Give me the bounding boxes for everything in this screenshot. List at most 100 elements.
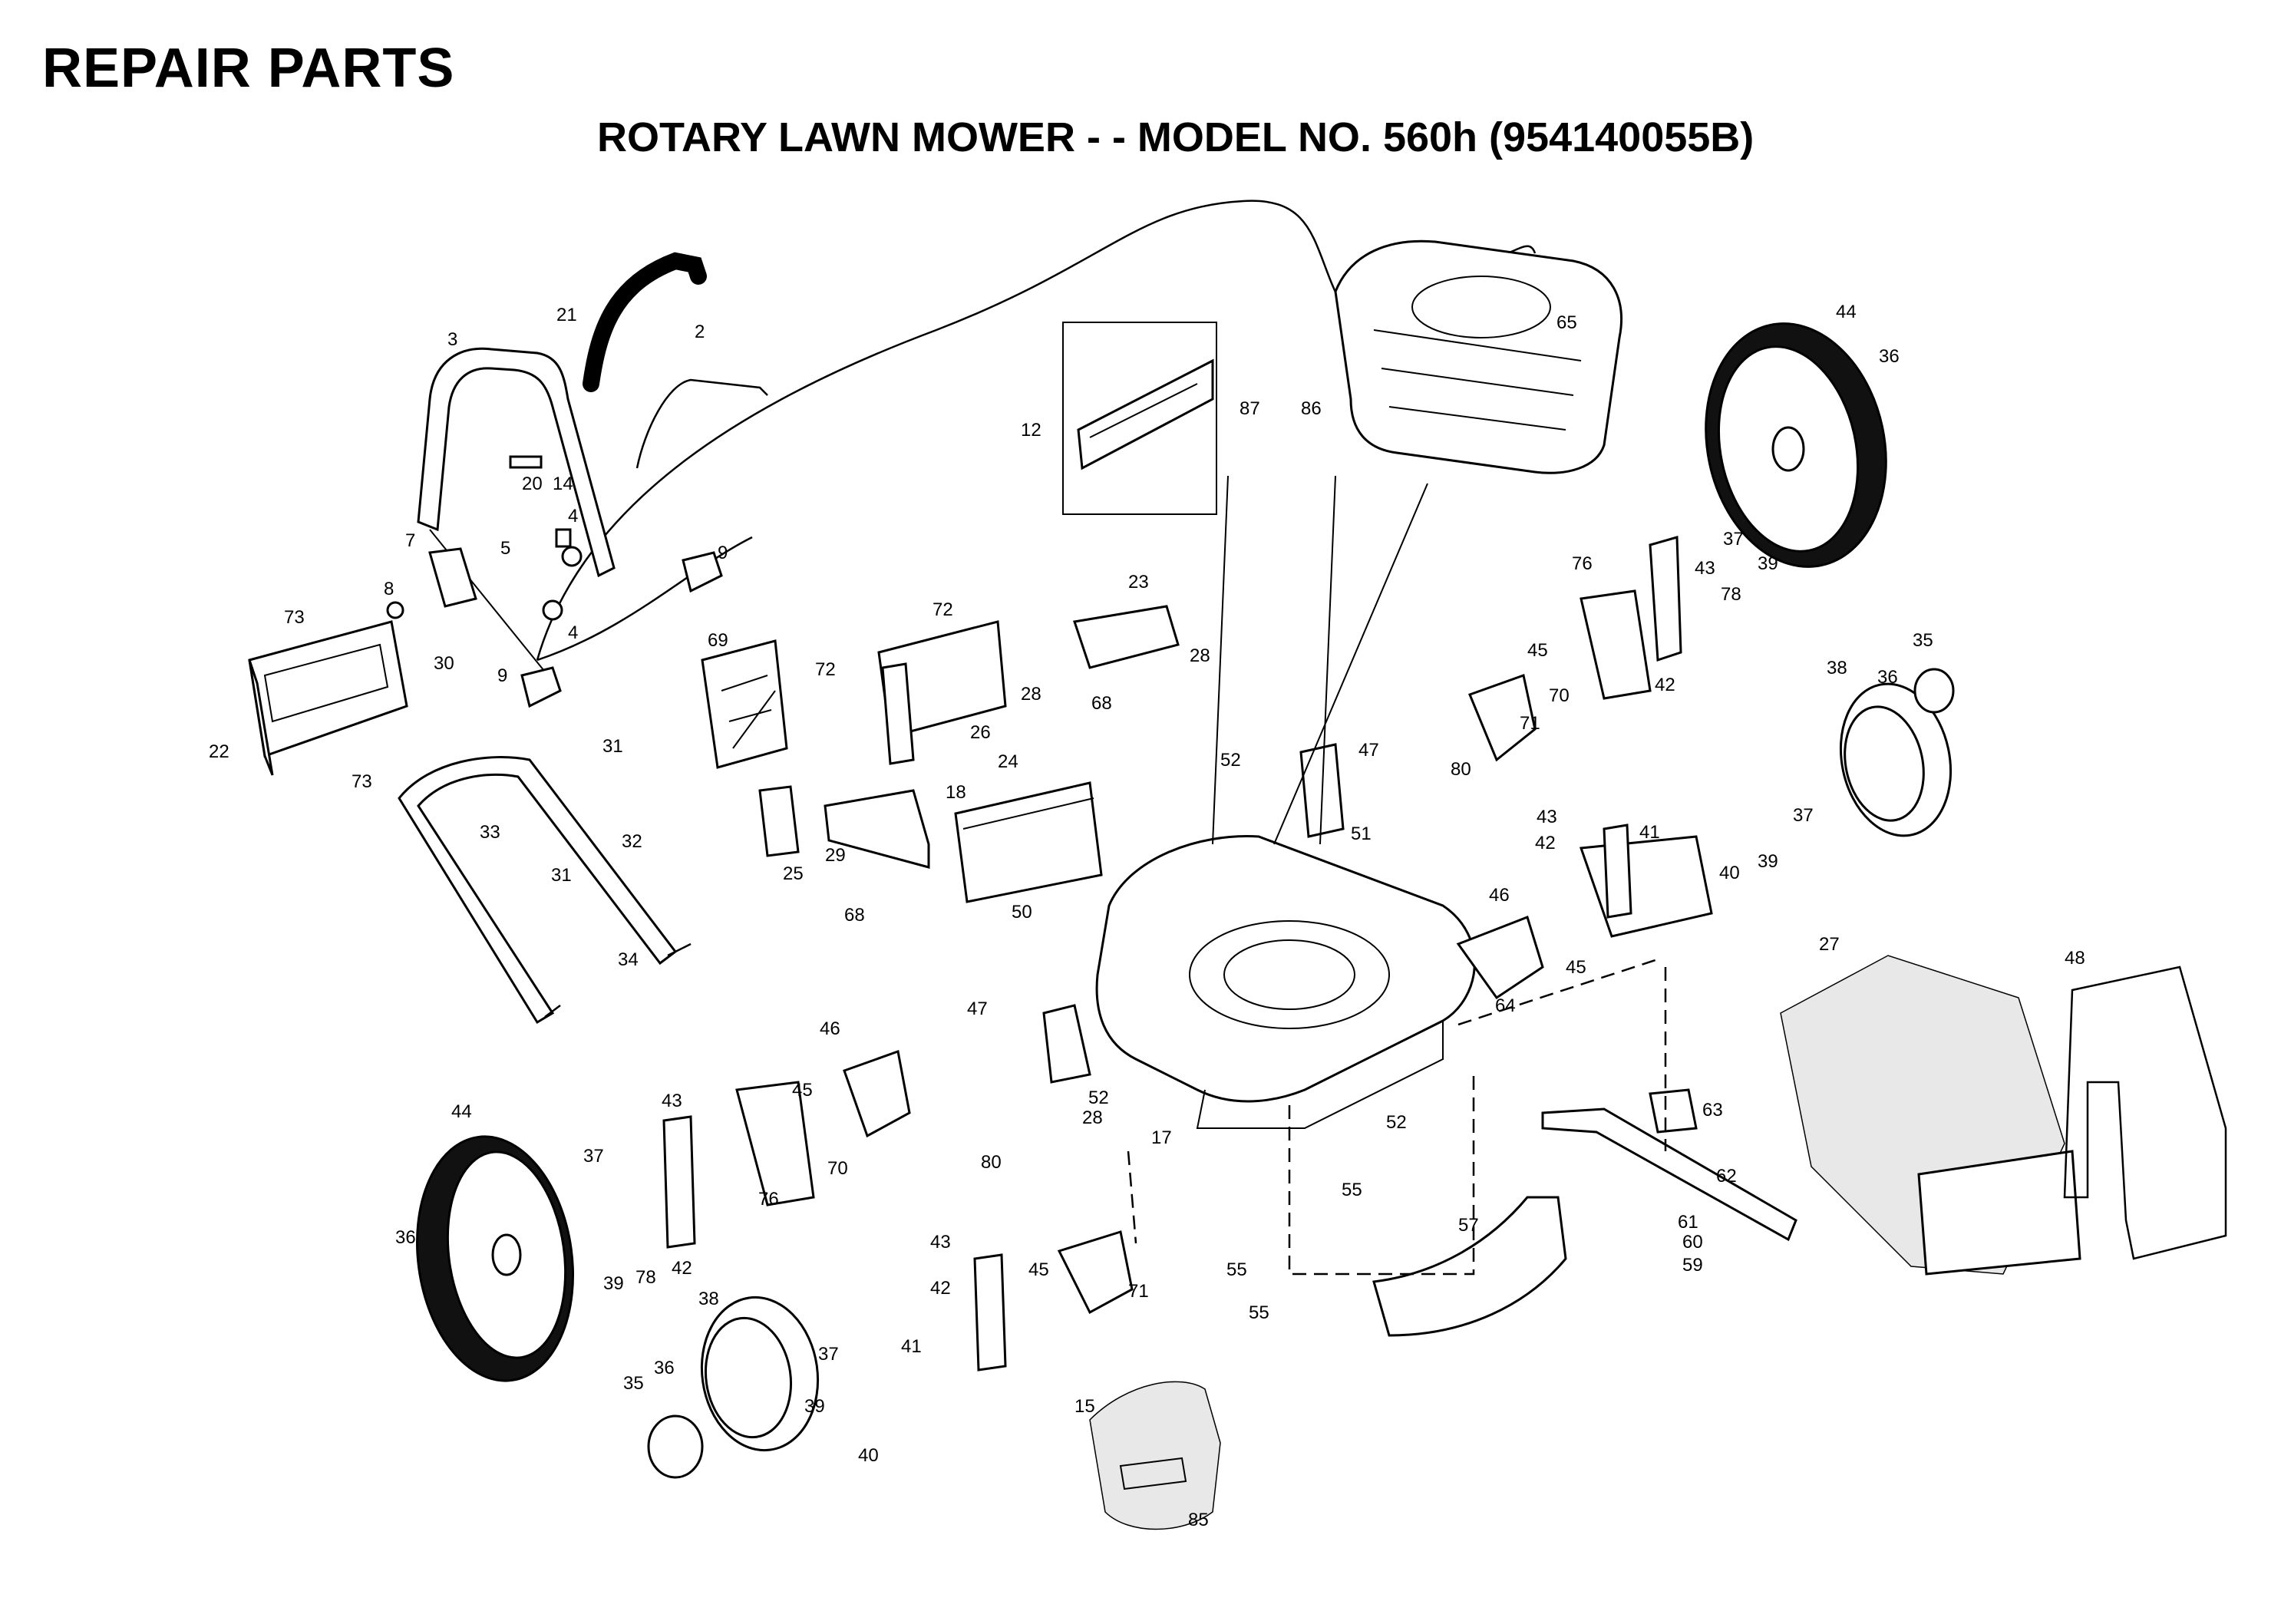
part-callout-36: 36 (1879, 346, 1900, 367)
upper-handle (417, 347, 616, 692)
part-callout-2: 2 (695, 322, 705, 342)
discharge-chute (1089, 1381, 1221, 1530)
control-bail (635, 378, 768, 469)
part-callout-35: 35 (623, 1373, 644, 1394)
part-callout-12: 12 (1021, 420, 1041, 441)
page-title: REPAIR PARTS (42, 38, 455, 99)
part-callout-21: 21 (556, 305, 577, 325)
part-callout-55: 55 (1226, 1259, 1247, 1280)
part-callout-40: 40 (1719, 863, 1740, 883)
assembly-line (1288, 1074, 1475, 1276)
part-callout-27: 27 (1819, 934, 1840, 955)
part-callout-35: 35 (1913, 630, 1933, 651)
part-callout-14: 14 (553, 474, 573, 494)
part-callout-44: 44 (1836, 302, 1857, 322)
part-callout-62: 62 (1716, 1166, 1737, 1187)
part-callout-24: 24 (998, 751, 1018, 772)
grass-catcher (1780, 955, 2081, 1276)
part-callout-73: 73 (352, 771, 372, 792)
catcher-frame (2063, 965, 2227, 1260)
rear-door (248, 620, 408, 776)
part-callout-9: 9 (497, 665, 507, 686)
part-callout-3: 3 (447, 329, 457, 350)
part-callout-45: 45 (1527, 640, 1548, 661)
part-callout-52: 52 (1386, 1112, 1407, 1133)
part-callout-72: 72 (933, 599, 953, 620)
part-callout-70: 70 (1549, 685, 1570, 706)
part-callout-32: 32 (622, 831, 642, 852)
part-callout-68: 68 (844, 905, 865, 926)
part-callout-76: 76 (1572, 553, 1593, 574)
part-callout-15: 15 (1074, 1396, 1095, 1417)
part-callout-45: 45 (1566, 957, 1586, 978)
part-callout-31: 31 (551, 865, 572, 886)
part-callout-40: 40 (858, 1445, 879, 1466)
part-callout-37: 37 (1793, 805, 1814, 826)
part-callout-41: 41 (901, 1336, 922, 1357)
throttle-cable (536, 200, 1345, 661)
part-callout-28: 28 (1082, 1107, 1103, 1128)
part-callout-71: 71 (1520, 713, 1540, 734)
part-callout-87: 87 (1240, 398, 1260, 419)
part-callout-78: 78 (635, 1267, 656, 1288)
handle-hardware (386, 455, 723, 708)
part-callout-36: 36 (654, 1358, 675, 1378)
part-callout-28: 28 (1021, 684, 1041, 705)
part-callout-42: 42 (1535, 833, 1556, 853)
part-callout-78: 78 (1721, 584, 1741, 605)
part-callout-46: 46 (820, 1018, 840, 1039)
part-callout-41: 41 (1639, 822, 1660, 843)
part-callout-61: 61 (1678, 1212, 1698, 1233)
part-callout-44: 44 (451, 1101, 472, 1122)
part-callout-4: 4 (568, 506, 578, 526)
part-callout-52: 52 (1220, 750, 1241, 771)
top-deflector (1073, 605, 1180, 669)
part-callout-38: 38 (1827, 658, 1847, 678)
part-callout-52: 52 (1088, 1088, 1109, 1108)
part-callout-80: 80 (981, 1152, 1002, 1173)
part-callout-30: 30 (434, 653, 454, 674)
part-callout-73: 73 (284, 607, 305, 628)
part-callout-23: 23 (1128, 572, 1149, 592)
mower-deck (1095, 835, 1476, 1129)
air-filter-cover (1062, 322, 1217, 515)
part-callout-85: 85 (1188, 1510, 1209, 1530)
part-callout-55: 55 (1342, 1180, 1362, 1200)
part-callout-22: 22 (209, 741, 229, 762)
part-callout-42: 42 (1655, 675, 1675, 695)
part-callout-43: 43 (662, 1091, 682, 1111)
part-callout-45: 45 (792, 1080, 813, 1101)
part-callout-50: 50 (1012, 902, 1032, 923)
part-callout-37: 37 (583, 1146, 604, 1167)
part-callout-55: 55 (1249, 1302, 1269, 1323)
part-callout-39: 39 (1758, 851, 1778, 872)
part-callout-68: 68 (1091, 693, 1112, 714)
part-callout-39: 39 (804, 1396, 825, 1417)
part-callout-17: 17 (1151, 1127, 1172, 1148)
part-callout-5: 5 (500, 538, 510, 559)
part-callout-4: 4 (568, 622, 578, 643)
part-callout-33: 33 (480, 822, 500, 843)
part-callout-9: 9 (718, 543, 728, 563)
handle-grip (583, 252, 707, 392)
rear-baffle-assembly (701, 620, 1103, 903)
part-callout-29: 29 (825, 845, 846, 866)
part-callout-20: 20 (522, 474, 543, 494)
front-wheel-right (1839, 668, 1955, 837)
engine (1334, 239, 1622, 474)
lower-handle (398, 756, 692, 1025)
part-callout-70: 70 (827, 1158, 848, 1179)
part-callout-39: 39 (603, 1273, 624, 1294)
part-callout-42: 42 (930, 1278, 951, 1299)
part-callout-57: 57 (1458, 1215, 1479, 1236)
part-callout-80: 80 (1451, 759, 1471, 780)
part-callout-28: 28 (1190, 645, 1210, 666)
part-callout-8: 8 (384, 579, 394, 599)
part-callout-72: 72 (815, 659, 836, 680)
part-callout-43: 43 (930, 1232, 951, 1253)
part-callout-47: 47 (1358, 740, 1379, 761)
rear-guard (1372, 1196, 1567, 1337)
part-callout-34: 34 (618, 949, 639, 970)
part-callout-31: 31 (602, 736, 623, 757)
